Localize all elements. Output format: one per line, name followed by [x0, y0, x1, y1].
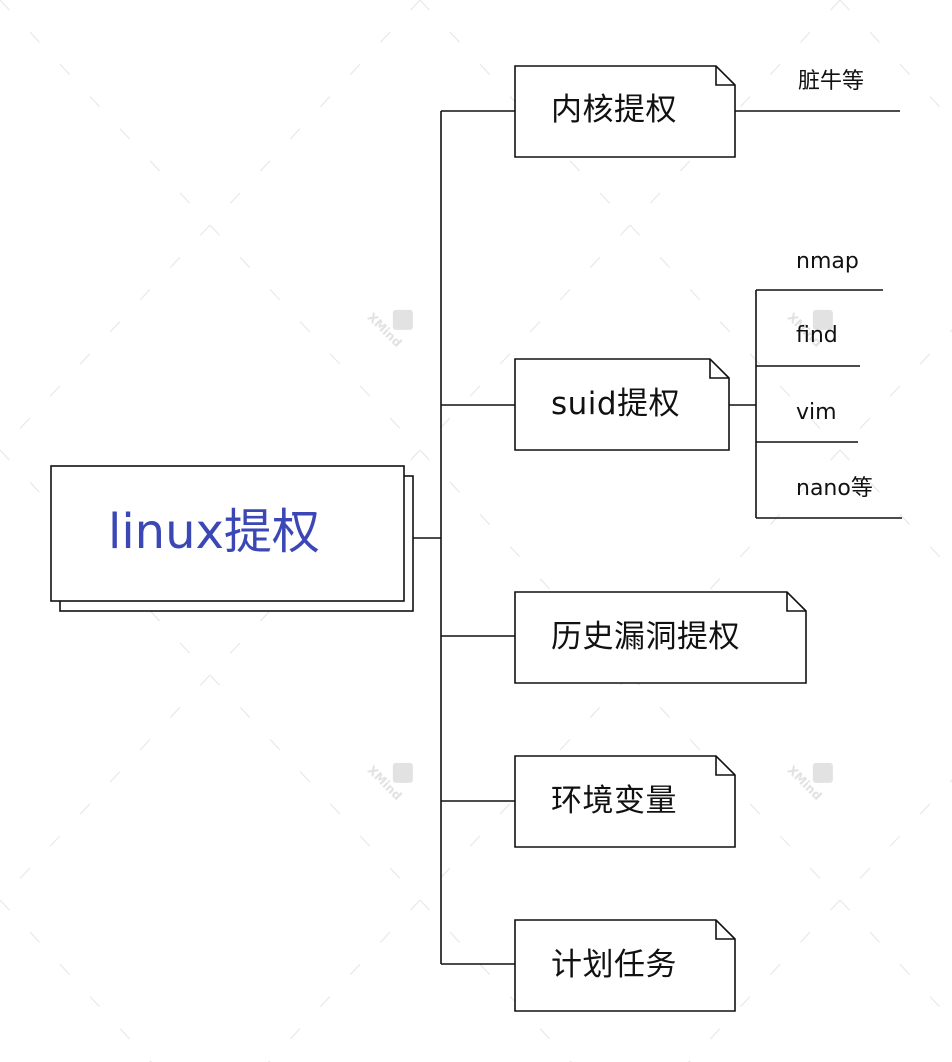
- topic-node-shape-3: [514, 591, 807, 684]
- topic-kernel-privesc[interactable]: 内核提权: [551, 92, 677, 128]
- topic-node-shape-1: [514, 65, 736, 158]
- leaf-find[interactable]: find: [796, 323, 838, 348]
- topic-node-shape-5: [514, 919, 736, 1012]
- topic-fold-3: [786, 592, 806, 612]
- topic-suid-privesc[interactable]: suid提权: [551, 386, 681, 422]
- topic-historic-vuln-privesc[interactable]: 历史漏洞提权: [551, 619, 740, 655]
- topic-fold-2: [709, 359, 729, 379]
- root-topic-label[interactable]: linux提权: [108, 504, 320, 560]
- leaf-nano[interactable]: nano等: [796, 476, 873, 501]
- topic-fold-4: [715, 756, 735, 776]
- leaf-dirtycow[interactable]: 脏牛等: [798, 69, 865, 94]
- topic-env-variables[interactable]: 环境变量: [551, 783, 677, 819]
- topic-fold-1: [715, 66, 735, 86]
- root-node-shape: [50, 465, 414, 612]
- leaf-nmap[interactable]: nmap: [796, 249, 859, 274]
- leaf-vim[interactable]: vim: [796, 400, 837, 425]
- topic-scheduled-tasks[interactable]: 计划任务: [551, 947, 677, 983]
- topic-node-shape-4: [514, 755, 736, 848]
- topic-node-shape-2: [514, 358, 730, 451]
- topic-fold-5: [715, 920, 735, 940]
